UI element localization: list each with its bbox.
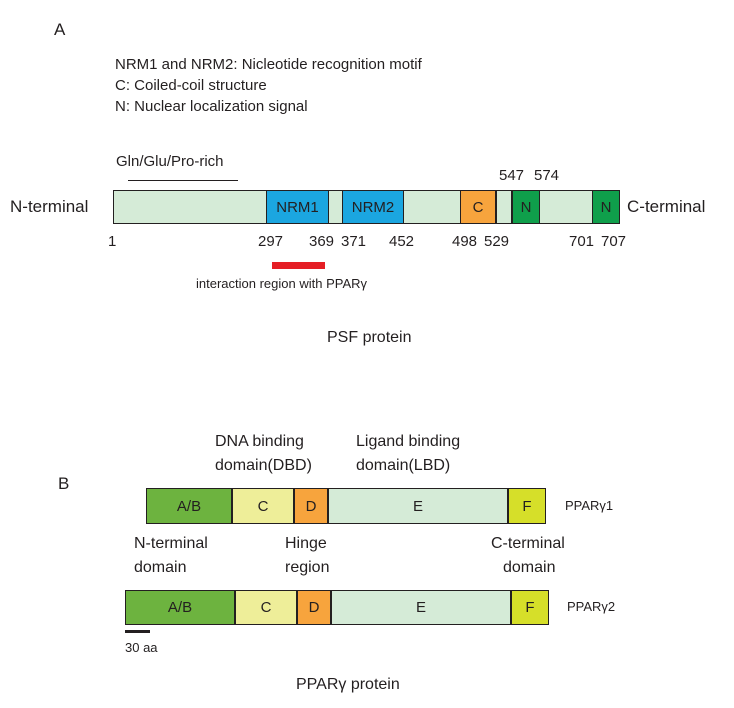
ppar-g1-ab-domain: A/B: [146, 488, 232, 524]
ppar-g2-c-domain: C: [235, 590, 297, 625]
panel-b-letter: B: [58, 474, 70, 493]
ntd-label-line2: domain: [134, 559, 187, 576]
psf-protein-caption: PSF protein: [327, 329, 412, 346]
coiled-coil-domain: C: [460, 190, 496, 224]
nrm2-domain: NRM2: [342, 190, 404, 224]
gln-glu-pro-rich-bracket: [128, 180, 238, 181]
residue-529-label: 529: [484, 233, 510, 250]
psf-n-terminal-label: N-terminal: [10, 197, 89, 216]
legend-line-nrm: NRM1 and NRM2: Nicleotide recognition mo…: [115, 56, 422, 73]
ppar-g2-label: PPARγ2: [567, 599, 616, 614]
interaction-region-bar: [272, 262, 325, 269]
scale-bar-label: 30 aa: [125, 640, 158, 655]
ppar-g1-label: PPARγ1: [565, 498, 614, 513]
ppar-g1-e-domain: E: [328, 488, 508, 524]
ppar-g2-f-domain: F: [511, 590, 549, 625]
lbd-label-line2: domain(LBD): [356, 457, 451, 474]
dbd-label-line1: DNA binding: [215, 433, 304, 450]
residue-701-label: 701: [569, 233, 595, 250]
panel-a-letter: A: [54, 20, 66, 39]
psf-linker-segment: [496, 190, 512, 224]
nls-domain-1: N: [512, 190, 540, 224]
ppar-g2-e-domain: E: [331, 590, 511, 625]
ppar-g1-c-domain: C: [232, 488, 294, 524]
residue-369-label: 369: [309, 233, 335, 250]
nrm1-domain: NRM1: [266, 190, 329, 224]
ppar-g2-ab-domain: A/B: [125, 590, 235, 625]
residue-547-label: 547: [499, 167, 525, 184]
ctd-label-line2: domain: [503, 559, 556, 576]
gln-glu-pro-rich-label: Gln/Glu/Pro-rich: [116, 153, 224, 170]
ppar-g2-d-domain: D: [297, 590, 331, 625]
ntd-label-line1: N-terminal: [134, 535, 208, 552]
residue-498-label: 498: [452, 233, 478, 250]
legend-line-coiled-coil: C: Coiled-coil structure: [115, 77, 267, 94]
residue-297-label: 297: [258, 233, 284, 250]
residue-1-label: 1: [108, 233, 117, 250]
interaction-region-label: interaction region with PPARγ: [196, 276, 368, 291]
residue-452-label: 452: [389, 233, 415, 250]
ppar-g1-d-domain: D: [294, 488, 328, 524]
residue-371-label: 371: [341, 233, 367, 250]
residue-574-label: 574: [534, 167, 560, 184]
ctd-label-line1: C-terminal: [491, 535, 565, 552]
ppar-g1-f-domain: F: [508, 488, 546, 524]
scale-bar: [125, 630, 150, 633]
hinge-label-line1: Hinge: [285, 535, 327, 552]
lbd-label-line1: Ligand binding: [356, 433, 461, 450]
hinge-label-line2: region: [285, 559, 330, 576]
ppar-protein-caption: PPARγ protein: [296, 676, 400, 693]
nls-domain-2: N: [592, 190, 620, 224]
legend-line-nls: N: Nuclear localization signal: [115, 98, 308, 115]
residue-707-label: 707: [601, 233, 627, 250]
psf-c-terminal-label: C-terminal: [627, 197, 706, 216]
dbd-label-line2: domain(DBD): [215, 457, 312, 474]
